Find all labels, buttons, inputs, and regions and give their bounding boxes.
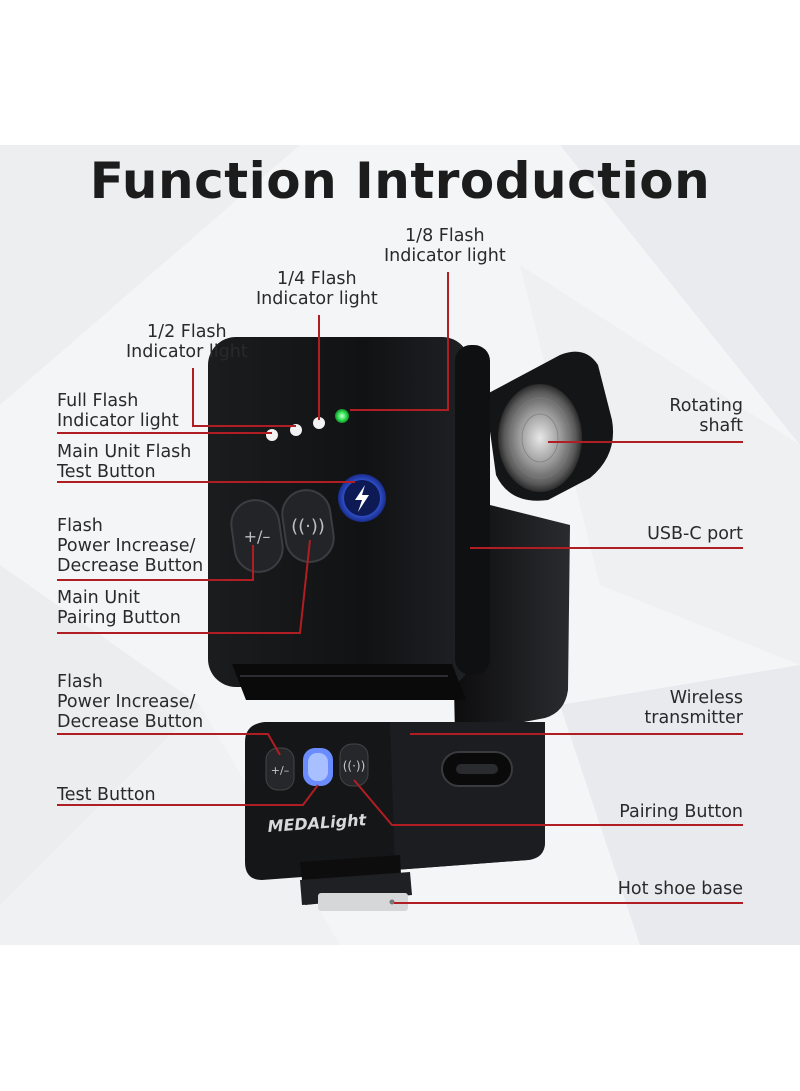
hotshoe-label: Hot shoe base (617, 879, 743, 899)
full-flash-led (266, 429, 278, 441)
lightning-icon (355, 485, 369, 512)
leader-lines (57, 272, 743, 904)
eighth-flash-led (335, 409, 349, 423)
svg-text:+/–: +/– (244, 527, 271, 546)
eighth-flash-label: 1/8 Flash Indicator light (384, 226, 506, 266)
main-pairing-button: ((·)) (281, 489, 335, 563)
sub-pairing-button (339, 743, 369, 787)
rotating-knob (498, 384, 582, 492)
hot-shoe-plate (318, 893, 408, 911)
page-title: Function Introduction (89, 152, 711, 210)
quarter-flash-led (313, 417, 325, 429)
sub-power-button (265, 747, 295, 791)
half-flash-label: 1/2 Flash Indicator light (126, 322, 248, 362)
rotating-shaft-label: Rotating shaft (669, 396, 743, 436)
sub-pairing-label: Pairing Button (619, 802, 743, 822)
svg-text:((·)): ((·)) (343, 759, 366, 773)
svg-text:((·)): ((·)) (291, 516, 325, 537)
main-pairing-label: Main Unit Pairing Button (57, 588, 181, 628)
main-power-label: Flash Power Increase/ Decrease Button (57, 516, 204, 576)
main-test-label: Main Unit Flash Test Button (57, 442, 192, 482)
main-test-button (338, 474, 386, 522)
full-flash-label: Full Flash Indicator light (57, 391, 179, 431)
wireless-label: Wireless transmitter (644, 688, 743, 728)
sub-test-label: Test Button (57, 785, 156, 805)
svg-text:+/–: +/– (271, 764, 289, 777)
main-body (208, 337, 470, 687)
main-power-button: +/– (230, 499, 284, 573)
quarter-flash-label: 1/4 Flash Indicator light (256, 269, 378, 309)
usbc-label: USB-C port (647, 524, 743, 544)
sub-power-label: Flash Power Increase/ Decrease Button (57, 672, 204, 732)
